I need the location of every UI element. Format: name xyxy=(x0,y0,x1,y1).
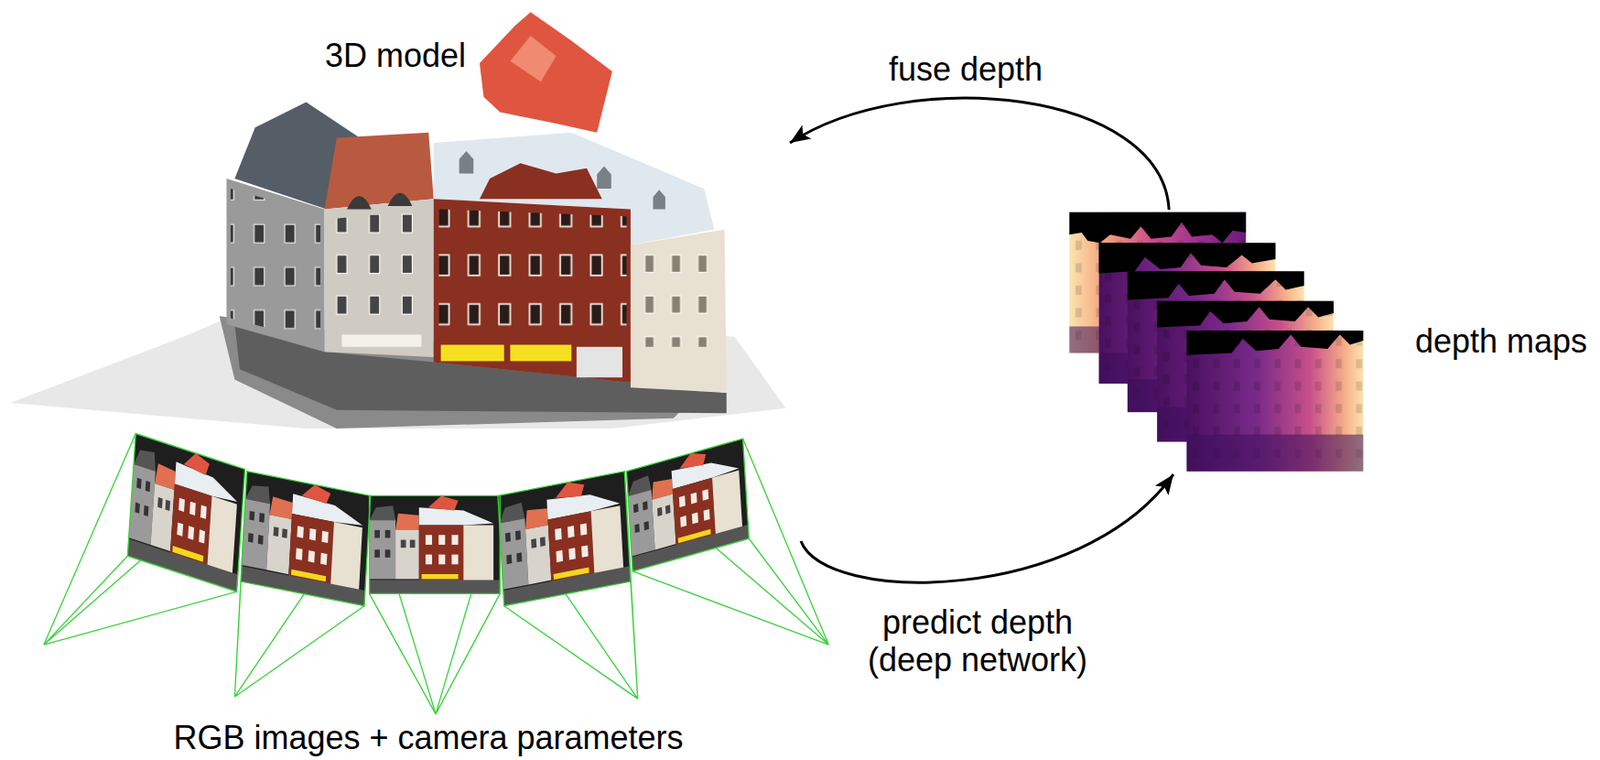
point-cloud-model xyxy=(230,188,321,342)
point-cloud-model xyxy=(630,229,727,393)
rgb-image-tile xyxy=(369,495,501,594)
depth-map-stack xyxy=(1069,212,1246,243)
point-cloud-model xyxy=(324,198,434,357)
arrow-line xyxy=(800,474,1174,583)
point-cloud-model xyxy=(634,236,723,346)
depth-map-stack xyxy=(1127,270,1305,300)
point-cloud-model xyxy=(328,208,430,332)
depth-map-node: depth maps xyxy=(1069,212,1364,472)
point-cloud-model xyxy=(346,193,412,210)
point-cloud-model xyxy=(433,198,631,383)
image-set-node: RGB images + camera parameters xyxy=(41,430,799,758)
point-cloud-model xyxy=(441,345,505,362)
edge-label: predict depth (deep network) xyxy=(859,603,1096,680)
arrowhead xyxy=(1155,474,1174,496)
curved-arrow xyxy=(800,474,1174,583)
model-node: 3D model xyxy=(183,13,788,431)
node-label: 3D model xyxy=(324,36,466,75)
point-cloud-model xyxy=(226,178,325,352)
node-label: RGB images + camera parameters xyxy=(172,718,683,757)
point-cloud-model xyxy=(479,11,613,132)
rgb-image-tile xyxy=(127,432,245,592)
point-cloud-model xyxy=(10,11,786,429)
point-cloud-model xyxy=(341,334,422,346)
camera-frustum xyxy=(626,438,829,645)
depth-map-stack xyxy=(1187,330,1364,472)
image-border xyxy=(497,471,631,606)
image-border xyxy=(369,495,501,594)
depth-map-stack xyxy=(1187,330,1364,472)
image-border xyxy=(127,432,245,592)
rgb-image-tile xyxy=(497,471,631,606)
arrow-line xyxy=(789,97,1169,210)
camera-frustum xyxy=(43,432,829,714)
depth-map-stack xyxy=(1187,434,1364,472)
rgb-image-tile xyxy=(626,438,749,572)
point-cloud-model xyxy=(576,346,623,378)
rgb-image-tile xyxy=(127,432,749,606)
depth-map-stack xyxy=(1187,330,1364,356)
camera-frustum xyxy=(43,432,246,645)
camera-frustum xyxy=(369,495,501,714)
image-border xyxy=(626,438,749,572)
point-cloud-model xyxy=(509,345,572,362)
camera-frustum xyxy=(497,471,638,699)
depth-map-stack xyxy=(1069,212,1363,472)
point-cloud-model xyxy=(509,35,556,82)
point-cloud-model xyxy=(479,162,603,199)
edge-label: fuse depth xyxy=(778,50,1153,88)
image-border xyxy=(240,471,371,606)
depth-map-stack xyxy=(1187,330,1364,472)
node-label: depth maps xyxy=(1415,322,1588,360)
image-border xyxy=(127,432,749,606)
point-cloud-model xyxy=(438,208,627,336)
point-cloud-model xyxy=(324,132,434,210)
rgb-image-tile xyxy=(240,471,371,606)
arrowhead xyxy=(789,124,811,143)
point-cloud-model xyxy=(459,151,666,210)
camera-frustum xyxy=(234,471,370,697)
curved-arrow xyxy=(789,97,1169,210)
depth-map-stack xyxy=(1099,242,1276,273)
depth-map-stack xyxy=(1156,301,1334,328)
